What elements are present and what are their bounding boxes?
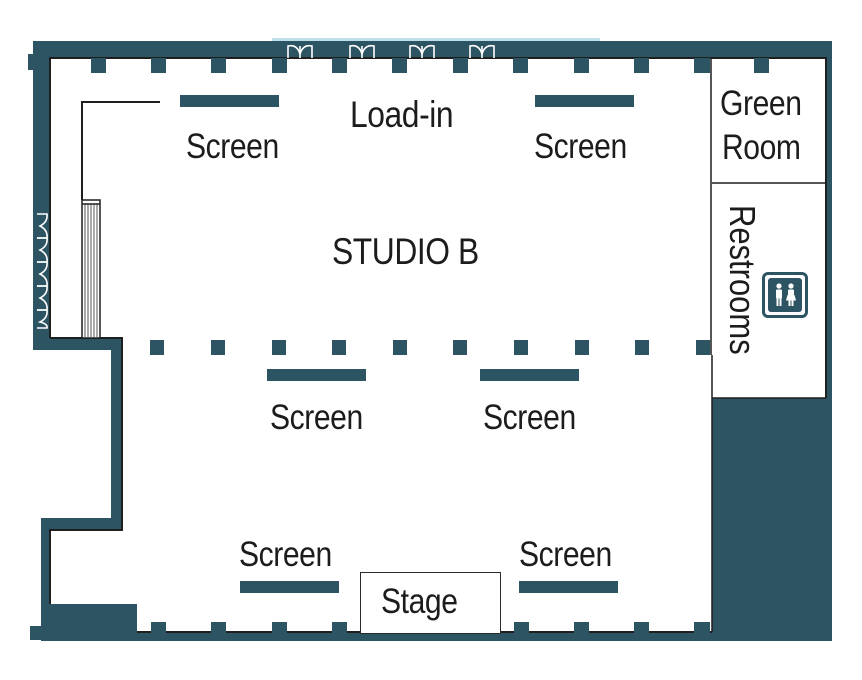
screen-label-middle-right: Screen xyxy=(483,398,576,437)
screen-bar-bottom-right xyxy=(519,581,618,593)
screen-label-top-left: Screen xyxy=(186,127,279,166)
stage-label: Stage xyxy=(381,582,458,621)
man-woman-icon xyxy=(776,283,796,306)
glass-strip xyxy=(272,38,600,42)
green-room-label-line2: Room xyxy=(722,128,801,167)
wall-left-lower xyxy=(41,518,50,640)
restroom-icon xyxy=(762,272,808,318)
wall-step-vertical xyxy=(111,338,122,530)
screen-bar-bottom-left xyxy=(240,581,339,593)
stairs-icon xyxy=(81,199,101,339)
screen-bars xyxy=(180,95,634,593)
screen-label-bottom-right: Screen xyxy=(519,535,612,574)
service-block xyxy=(712,398,826,638)
screen-bar-middle-right xyxy=(480,369,579,381)
screen-label-middle-left: Screen xyxy=(270,398,363,437)
wall-right xyxy=(826,41,832,641)
stage-area xyxy=(360,572,501,634)
wall-bottom xyxy=(41,632,832,641)
green-room-label-line1: Green xyxy=(720,84,802,123)
pillars-middle xyxy=(150,340,710,355)
screen-bar-top-left xyxy=(180,95,279,107)
restrooms-label: Restrooms xyxy=(722,205,763,355)
load-in-label: Load-in xyxy=(350,94,454,135)
wall-top xyxy=(33,41,832,58)
wall-step-lower xyxy=(41,518,122,530)
wall-step-top xyxy=(33,338,123,350)
screen-label-bottom-left: Screen xyxy=(239,535,332,574)
double-door-icon xyxy=(287,44,495,58)
screen-bar-middle-left xyxy=(267,369,366,381)
room-title: STUDIO B xyxy=(332,231,479,272)
left-door-icon xyxy=(37,213,48,329)
screen-bar-top-right xyxy=(535,95,634,107)
screen-label-top-right: Screen xyxy=(534,127,627,166)
pillars-top xyxy=(91,58,769,73)
wall-left-upper xyxy=(33,41,50,350)
load-in-partition xyxy=(81,101,160,200)
